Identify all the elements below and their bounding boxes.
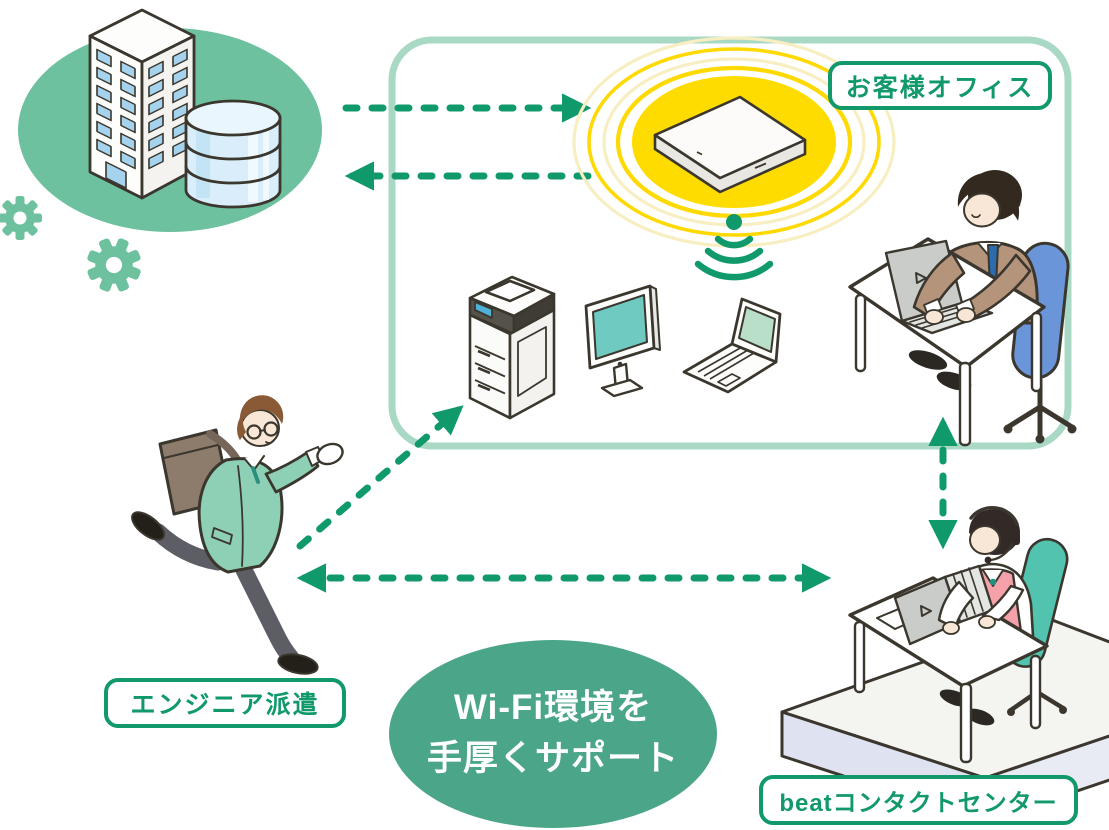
arrow-engineer-to-office: [296, 405, 464, 550]
database-icon: [184, 99, 282, 209]
datacenter-illustration: [0, 8, 322, 301]
wifi-signal-down-icon: [694, 214, 774, 281]
beat-contact-center-label: beatコンタクトセンター: [759, 775, 1078, 825]
gear-icon-small: [0, 196, 43, 240]
engineer-body: [197, 455, 284, 574]
office-desk-legs: [854, 293, 1043, 447]
engineer-dispatch-label: エンジニア派遣: [104, 678, 346, 728]
support-message-line2: 手厚くサポート: [426, 739, 679, 778]
engineer-head: [237, 395, 284, 447]
operator-arms: [937, 580, 1025, 635]
contact-center-illustration: [780, 505, 1109, 824]
desktop-monitor-icon: [584, 284, 661, 398]
customer-office-box: [388, 36, 1072, 450]
router-device: [653, 95, 807, 194]
operator-desk-legs: [853, 620, 1042, 764]
laptop-icon: [682, 297, 782, 394]
arrows: [296, 93, 958, 593]
customer-office-label: お客様オフィス: [828, 61, 1052, 110]
support-message-line1: Wi-Fi環境を: [453, 688, 653, 728]
support-message-bubble: Wi-Fi環境を 手厚くサポート: [389, 640, 717, 828]
office-worker-at-desk: [848, 170, 1077, 447]
copier-printer-icon: [468, 275, 556, 420]
gear-icon-large: [78, 229, 150, 301]
worker-arms: [912, 251, 1032, 325]
engineer-arm: [264, 442, 344, 494]
running-engineer: [131, 395, 344, 675]
office-building-icon: [88, 8, 196, 200]
wifi-router-icon: [572, 36, 896, 281]
